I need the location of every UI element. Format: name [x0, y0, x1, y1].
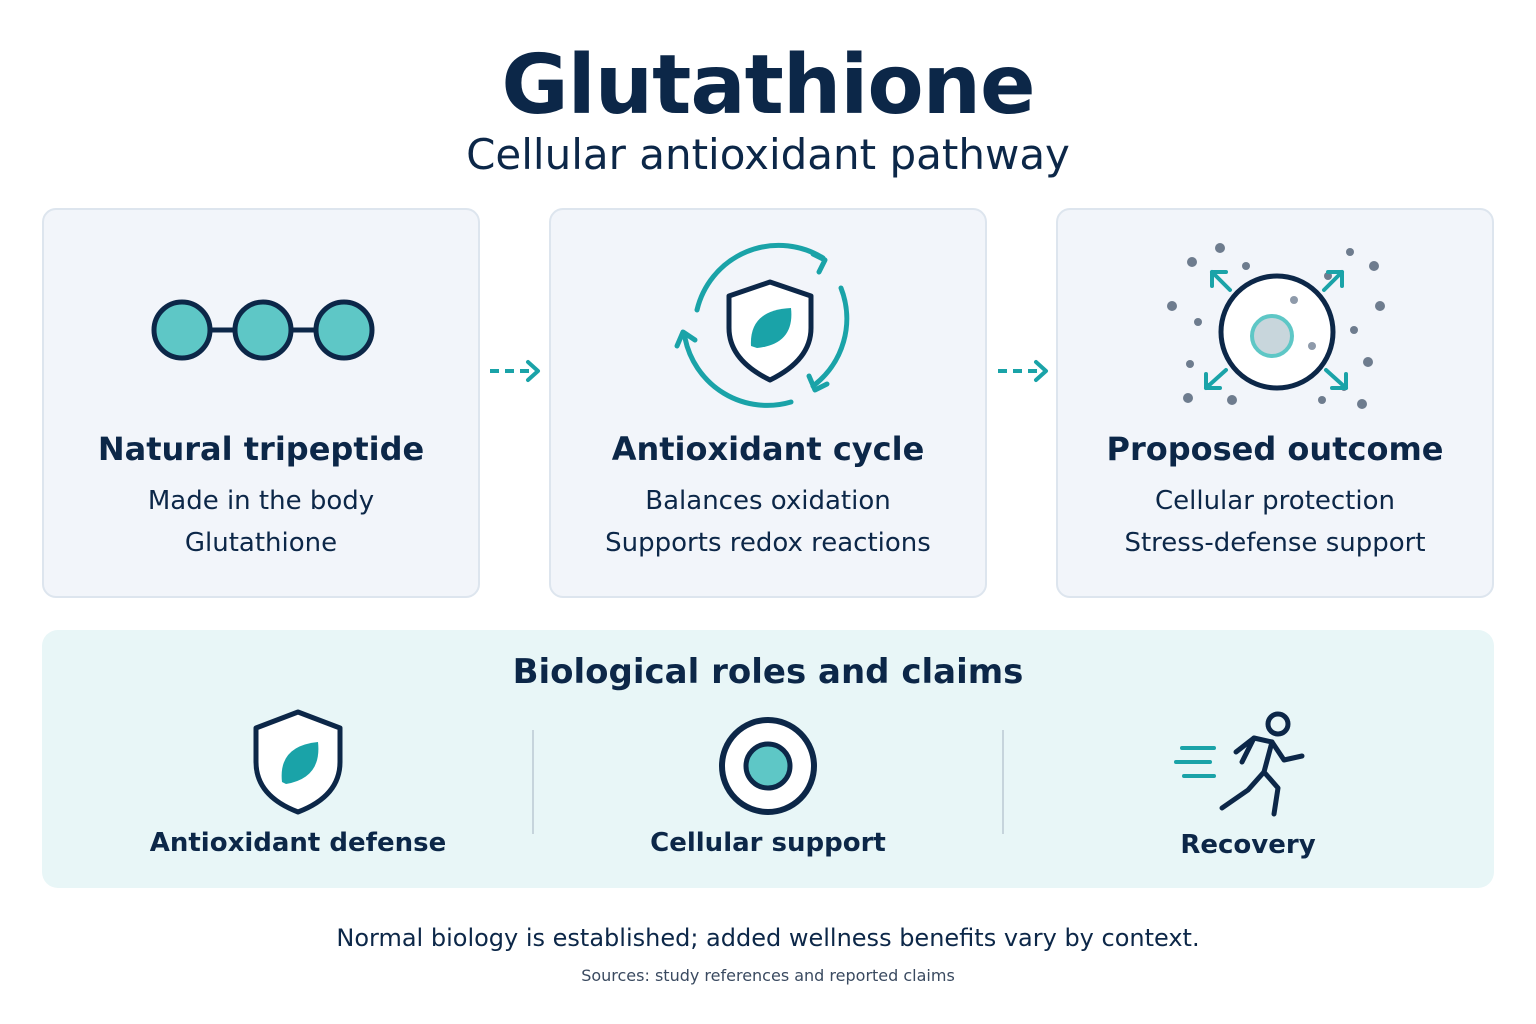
footnote: Normal biology is established; added wel…: [336, 924, 1200, 952]
roles-panel: Biological roles and claims Antioxidant …: [42, 630, 1494, 888]
card-title: Antioxidant cycle: [611, 430, 925, 468]
card-line: Made in the body: [147, 486, 375, 516]
card-title: Proposed outcome: [1106, 430, 1444, 468]
card-natural-tripeptide: Natural tripeptide Made in the body Glut…: [42, 208, 480, 598]
role-label-antioxidant-defense: Antioxidant defense: [149, 828, 447, 858]
card-line: Cellular protection: [1154, 486, 1395, 516]
shield-cycle-icon: [674, 242, 850, 408]
card-antioxidant-cycle: Antioxidant cycle Balances oxidation Sup…: [549, 208, 987, 598]
divider: [532, 730, 534, 834]
roles-title: Biological roles and claims: [512, 652, 1024, 692]
card-title: Natural tripeptide: [97, 430, 425, 468]
shield-leaf-icon: [253, 709, 343, 815]
card-line: Balances oxidation: [645, 486, 891, 516]
card-proposed-outcome: Proposed outcome Cellular protection Str…: [1056, 208, 1494, 598]
tripeptide-chain-icon: [151, 299, 375, 361]
card-line: Stress-defense support: [1124, 528, 1426, 558]
page-subtitle: Cellular antioxidant pathway: [466, 130, 1070, 179]
protected-cell-icon: [1167, 243, 1385, 409]
cell-icon: [719, 717, 817, 815]
sources-note: Sources: study references and reported c…: [581, 966, 955, 985]
role-label-recovery: Recovery: [1180, 830, 1316, 860]
card-line: Glutathione: [184, 528, 338, 558]
flow-arrow-icon: [490, 360, 540, 382]
flow-arrow-icon: [998, 360, 1048, 382]
role-label-cellular-support: Cellular support: [650, 828, 886, 858]
page-title: Glutathione: [501, 38, 1035, 133]
card-line: Supports redox reactions: [605, 528, 931, 558]
runner-icon: [1174, 711, 1305, 817]
divider: [1002, 730, 1004, 834]
